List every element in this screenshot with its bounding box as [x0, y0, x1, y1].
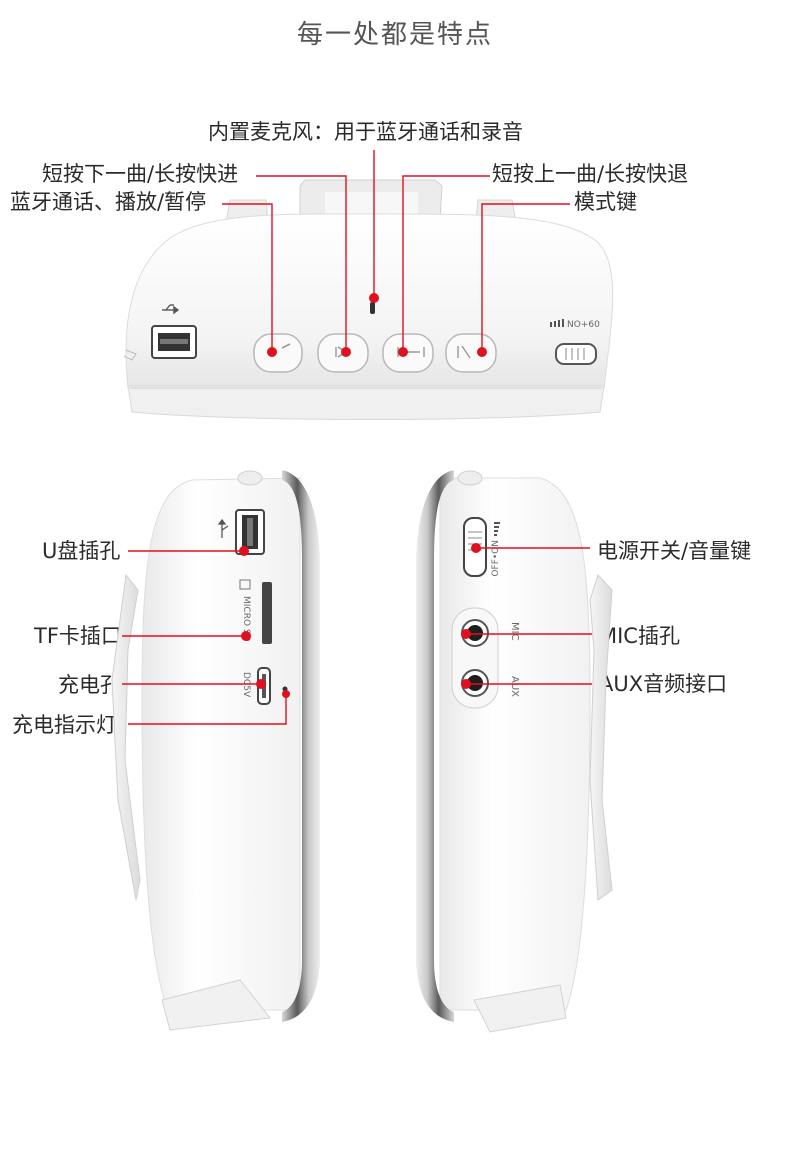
dot-usb: [239, 546, 249, 556]
label-power-volume: 电源开关/音量键: [597, 539, 752, 563]
volume-scale-icon: [550, 319, 564, 327]
side-usb-icon: [217, 518, 229, 538]
dot-tf: [241, 631, 251, 641]
dot-mic: [369, 293, 379, 303]
callout-dots: [239, 293, 487, 698]
label-tf-slot: TF卡插口: [34, 624, 122, 648]
dot-mic-jack: [461, 629, 471, 639]
aux-text: AUX: [509, 676, 520, 697]
dot-play: [267, 347, 277, 357]
sd-card-icon: [239, 579, 251, 590]
volume-switch[interactable]: [555, 343, 597, 365]
dot-aux: [461, 679, 471, 689]
right-side-device: OFF•ON MIC AUX: [416, 470, 613, 1033]
dot-charge: [256, 679, 266, 689]
mic-hole: [370, 302, 375, 314]
aux-jack: [461, 669, 489, 697]
label-next-track: 短按下一曲/长按快进: [42, 162, 239, 186]
mic-text: MIC: [509, 622, 520, 641]
label-mic-jack: MIC插孔: [599, 624, 680, 648]
dc5v-text: DC5V: [241, 672, 251, 698]
dot-power: [471, 543, 481, 553]
label-prev-track: 短按上一曲/长按快退: [492, 162, 689, 186]
tf-card-slot: [262, 582, 272, 644]
side-usb-port: [235, 509, 265, 555]
top-view-device: NO+60: [123, 179, 614, 420]
dot-next: [341, 347, 351, 357]
label-mode-key: 模式键: [574, 190, 637, 214]
label-builtin-mic: 内置麦克风：用于蓝牙通话和录音: [208, 120, 523, 144]
volume-mark-text: NO+60: [567, 320, 600, 330]
usb-port: [151, 325, 197, 359]
dot-mode: [477, 347, 487, 357]
micro-sd-text: MICRO SD: [241, 596, 251, 642]
label-usb-port: U盘插孔: [42, 539, 121, 563]
dot-indicator: [282, 690, 290, 698]
left-side-device: MICRO SD DC5V: [111, 470, 320, 1031]
mode-button[interactable]: [445, 333, 497, 373]
play-pause-button[interactable]: [253, 333, 303, 373]
dot-prev: [398, 347, 408, 357]
page-title: 每一处都是特点: [296, 20, 493, 50]
usb-icon: [162, 304, 180, 315]
label-charge-port: 充电孔: [58, 673, 121, 697]
power-scale-icon: [494, 522, 500, 536]
prev-track-button[interactable]: [382, 333, 434, 373]
label-aux-port: AUX音频接口: [599, 672, 728, 696]
callout-lines: [122, 150, 592, 725]
mic-jack: [461, 619, 489, 647]
off-on-text: OFF•ON: [491, 540, 501, 577]
label-play-pause: 蓝牙通话、播放/暂停: [10, 190, 207, 214]
label-charge-indicator: 充电指示灯: [12, 713, 117, 737]
